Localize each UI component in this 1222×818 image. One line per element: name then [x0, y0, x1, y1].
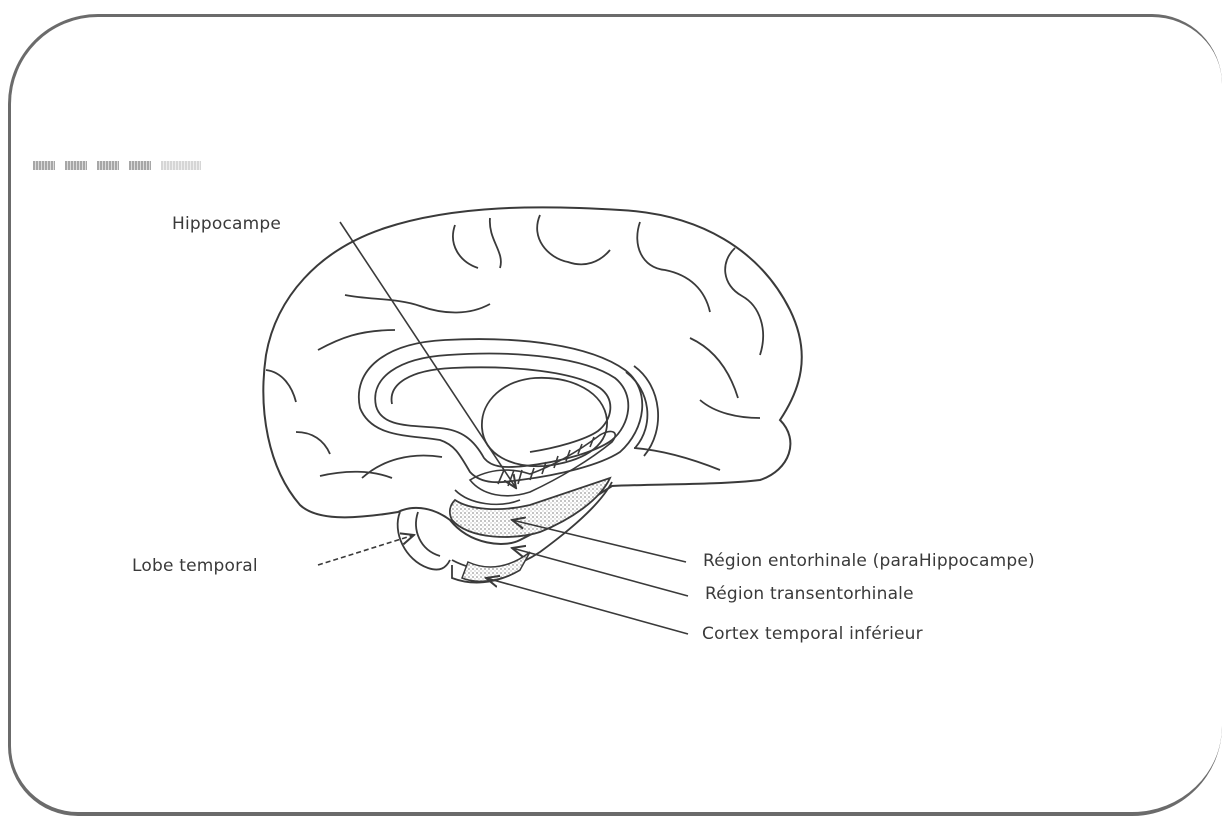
label-lobe-temporal: Lobe temporal: [132, 556, 258, 576]
thalamus: [482, 378, 607, 466]
label-region-transentorhinale: Région transentorhinale: [705, 584, 914, 604]
pointer-cortex-temporal: [486, 578, 688, 634]
sulci: [266, 215, 763, 478]
pointer-hippocampe: [340, 222, 516, 488]
label-region-entorhinale: Région entorhinale (paraHippocampe): [703, 551, 1035, 571]
transentorhinal-region: [462, 552, 530, 581]
entorhinal-region: [450, 478, 610, 537]
label-hippocampe: Hippocampe: [172, 214, 281, 234]
brain-outline: [263, 207, 801, 544]
pointer-region-transentorhinale: [512, 548, 688, 596]
label-cortex-temporal-inferieur: Cortex temporal inférieur: [702, 624, 923, 644]
